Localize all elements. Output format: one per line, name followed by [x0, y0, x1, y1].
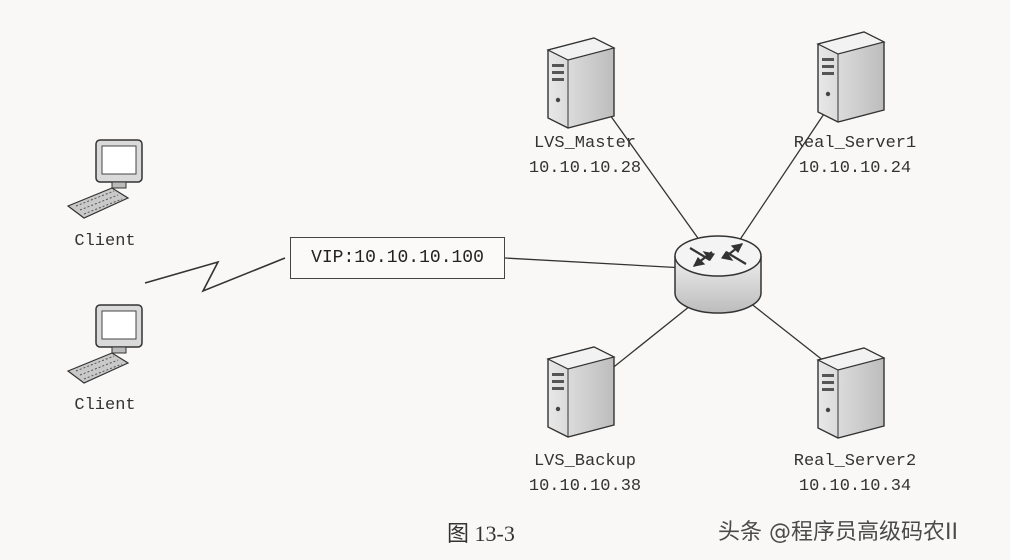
lvs-master-ip: 10.10.10.28 [528, 159, 642, 178]
desktop-computer-icon [66, 139, 143, 219]
router-icon [674, 235, 762, 314]
tower-server-icon [546, 37, 616, 129]
real-server1-ip: 10.10.10.24 [798, 159, 912, 178]
watermark: 头条 @程序员高级码农II [718, 520, 958, 545]
tower-server-icon [816, 347, 886, 439]
figure-caption: 图 13-3 [447, 521, 515, 546]
client-label-2: Client [74, 396, 136, 415]
lvs-master-name: LVS_Master [533, 134, 637, 153]
desktop-computer-icon [66, 304, 143, 384]
tower-server-icon [546, 346, 616, 438]
vip-label: VIP:10.10.10.100 [311, 248, 484, 268]
real-server1-name: Real_Server1 [793, 134, 917, 153]
network-link-icon [144, 257, 286, 293]
real-server2-name: Real_Server2 [793, 452, 917, 471]
tower-server-icon [816, 31, 886, 123]
client-label-1: Client [74, 232, 136, 251]
link-vip-router [504, 257, 686, 269]
lvs-backup-name: LVS_Backup [533, 452, 637, 471]
real-server2-ip: 10.10.10.34 [798, 477, 912, 496]
vip-box: VIP:10.10.10.100 [290, 237, 505, 279]
lvs-backup-ip: 10.10.10.38 [528, 477, 642, 496]
